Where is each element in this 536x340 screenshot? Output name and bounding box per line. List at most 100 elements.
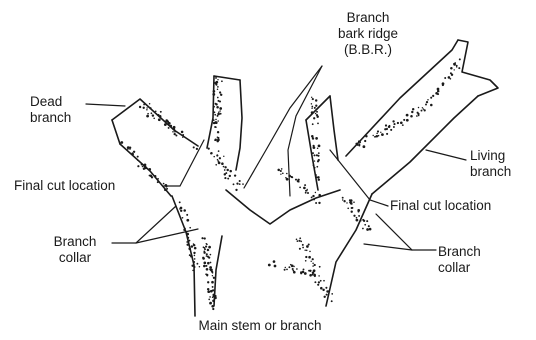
stipple-dot — [207, 262, 210, 265]
stipple-dot — [296, 268, 298, 270]
leader-collar-right-b — [364, 244, 412, 250]
stipple-dot — [186, 214, 188, 216]
stipple-dot — [286, 173, 288, 175]
stipple-dot — [157, 178, 159, 180]
stipple-dot — [311, 111, 314, 114]
stipple-dot — [168, 122, 171, 125]
stipple-dot — [209, 296, 211, 298]
stipple-dot — [170, 125, 172, 127]
stipple-dot — [315, 105, 317, 107]
stipple-dot — [236, 182, 238, 184]
stipple-dot — [219, 110, 221, 112]
stipple-dot — [217, 137, 218, 138]
stipple-dot — [213, 122, 215, 124]
stipple-dot — [183, 209, 186, 212]
stipple-dot — [390, 129, 392, 131]
stipple-dot — [194, 247, 197, 250]
stipple-dot — [285, 177, 286, 178]
stipple-dot — [209, 266, 212, 269]
stipple-dot — [308, 256, 311, 259]
stipple-dot — [223, 156, 224, 157]
stipple-dot — [326, 294, 328, 296]
stipple-dot — [362, 228, 364, 230]
stipple-dot — [311, 196, 313, 198]
stipple-dot — [380, 132, 381, 133]
stipple-dot — [277, 169, 280, 172]
stipple-dot — [323, 280, 325, 282]
stipple-dot — [212, 286, 214, 288]
stipple-dot — [219, 91, 221, 93]
stipple-dot — [315, 174, 317, 176]
upper-right-limb-right-edge — [330, 96, 338, 160]
stipple-dot — [208, 246, 211, 249]
stipple-dot — [213, 156, 215, 158]
stipple-dot — [217, 79, 218, 80]
stipple-dot — [207, 281, 209, 283]
stipple-dot — [217, 131, 219, 133]
stipple-dot — [199, 266, 200, 267]
stipple-dot — [305, 190, 307, 192]
stipple-dot — [160, 111, 162, 113]
stipple-dot — [297, 179, 299, 181]
stipple-dot — [164, 123, 167, 126]
stipple-dot — [318, 281, 320, 283]
stipple-dot — [299, 187, 301, 189]
stipple-dot — [164, 189, 166, 191]
stipple-dot — [182, 134, 184, 136]
stipple-dot — [369, 228, 372, 231]
stipple-dot — [311, 103, 312, 104]
stipple-dot — [193, 252, 195, 254]
leader-dead-branch — [86, 104, 125, 106]
stipple-dot — [284, 269, 286, 271]
stipple-dot — [151, 112, 153, 114]
stipple-dot — [173, 126, 176, 129]
stipple-dot — [235, 189, 237, 191]
stipple-dot — [191, 245, 194, 248]
stipple-dot — [180, 207, 183, 210]
stipple-dot — [318, 194, 321, 197]
stipple-dot — [324, 296, 326, 298]
stipple-dot — [214, 139, 217, 142]
stipple-dot — [220, 113, 222, 115]
stipple-dot — [196, 148, 198, 150]
stipple-dot — [316, 154, 318, 156]
stipple-dot — [317, 159, 319, 161]
stipple-dot — [146, 109, 148, 111]
label-branch-bark-ridge: Branch bark ridge (B.B.R.) — [318, 10, 418, 58]
stipple-dot — [314, 167, 316, 169]
stipple-dot — [221, 162, 224, 165]
stipple-dot — [316, 111, 318, 113]
stipple-dot — [358, 215, 360, 217]
stipple-dot — [325, 287, 327, 289]
stipple-dot — [158, 118, 161, 121]
stipple-dot — [217, 100, 219, 102]
stipple-dot — [217, 120, 219, 122]
stipple-dot — [304, 272, 307, 275]
stipple-dot — [186, 244, 188, 246]
stipple-dot — [311, 135, 314, 138]
stipple-dot — [217, 86, 219, 88]
stipple-dot — [181, 131, 184, 134]
stipple-dot — [193, 244, 195, 246]
stipple-dot — [193, 261, 195, 263]
stipple-dot — [147, 113, 149, 115]
stipple-dot — [351, 211, 353, 213]
stipple-dot — [205, 273, 207, 275]
stipple-dot — [213, 106, 215, 108]
stipple-dot — [356, 219, 359, 222]
stipple-dot — [295, 179, 297, 181]
stipple-dot — [291, 265, 293, 267]
stipple-dot — [132, 152, 134, 154]
stipple-dot — [305, 256, 307, 258]
stipple-dot — [193, 146, 195, 148]
stipple-dot — [312, 265, 313, 266]
stipple-dot — [312, 152, 314, 154]
stipple-dot — [224, 169, 226, 171]
stipple-dot — [280, 170, 282, 172]
stipple-dot — [137, 156, 139, 158]
stipple-dot — [203, 252, 205, 254]
stipple-dot — [227, 178, 229, 180]
stipple-dot — [217, 159, 219, 161]
stipple-dot — [356, 144, 358, 146]
stipple-dot — [174, 133, 176, 135]
